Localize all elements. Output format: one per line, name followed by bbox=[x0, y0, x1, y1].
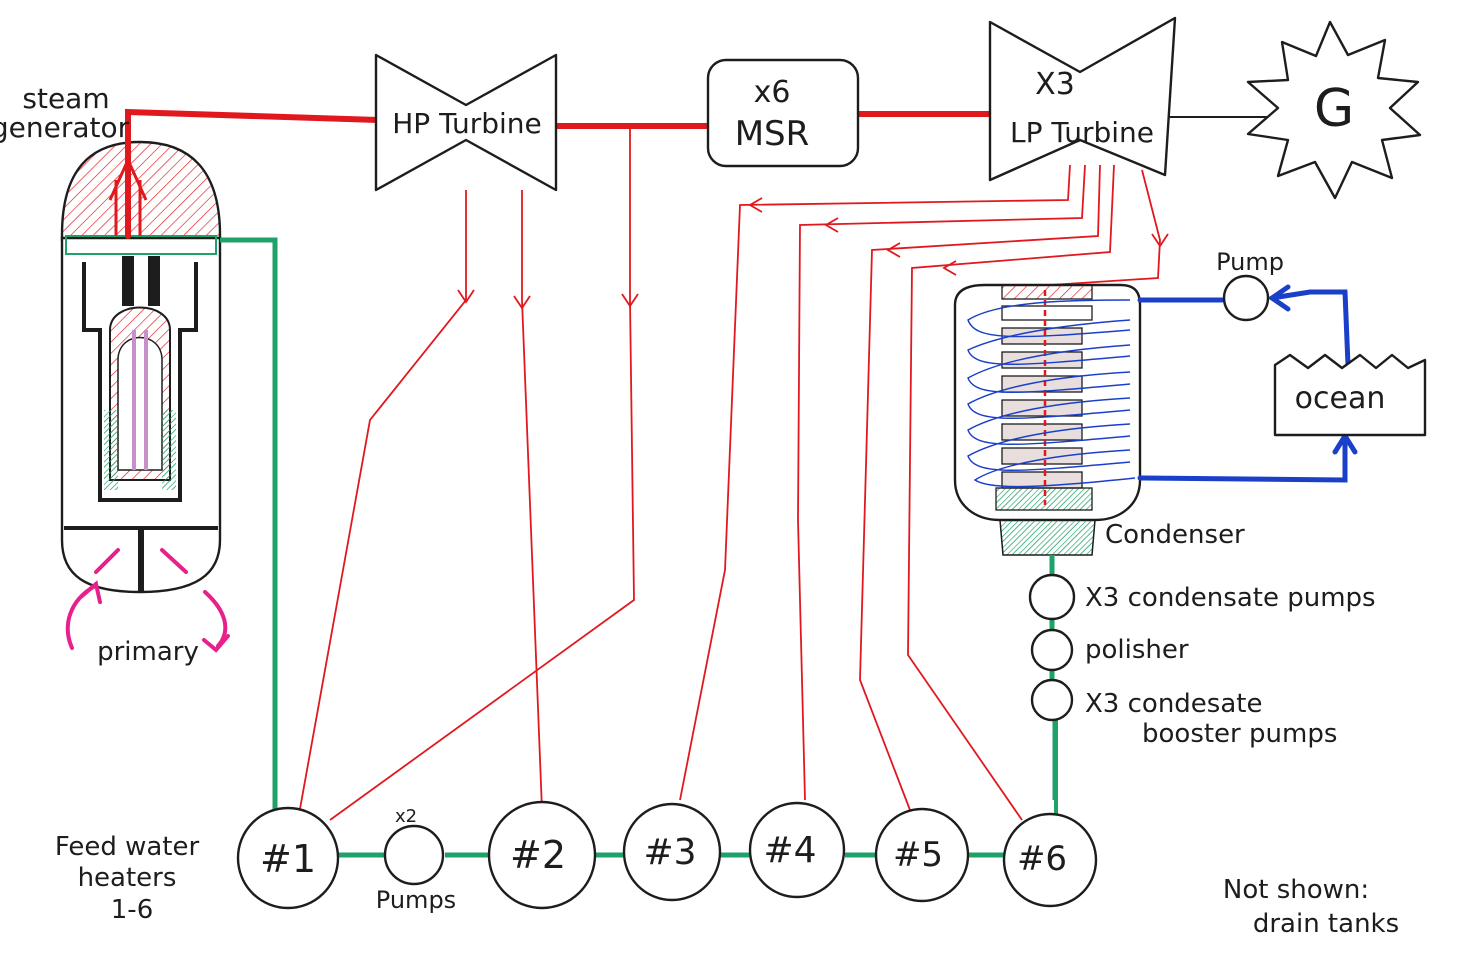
feedwater-heaters bbox=[236, 800, 1098, 910]
msr bbox=[706, 58, 860, 168]
extraction-lines bbox=[297, 126, 1169, 821]
hp-turbine-label: HP Turbine bbox=[392, 107, 541, 140]
polisher bbox=[1030, 628, 1074, 672]
feedwater-line bbox=[220, 237, 1008, 858]
ocean-label: ocean bbox=[1295, 381, 1386, 416]
polisher-label: polisher bbox=[1085, 635, 1189, 665]
feed-water-label-3: 1-6 bbox=[111, 895, 153, 925]
heater-3-label: #3 bbox=[643, 832, 696, 873]
generator bbox=[1246, 20, 1422, 200]
heater-3 bbox=[622, 802, 722, 902]
heater-2-label: #2 bbox=[510, 833, 566, 877]
feed-water-label-2: heaters bbox=[78, 863, 177, 893]
msr-count-label: x6 bbox=[754, 75, 791, 110]
heater-6-label: #6 bbox=[1017, 839, 1067, 879]
heater-5-label: #5 bbox=[893, 835, 943, 875]
condenser bbox=[953, 283, 1142, 556]
condensate-pumps bbox=[1028, 573, 1076, 621]
cooling-water-loop bbox=[1137, 284, 1358, 483]
heater-1-label: #1 bbox=[260, 837, 316, 881]
heater-4 bbox=[748, 801, 846, 899]
condensate-pumps-label: X3 condensate pumps bbox=[1085, 583, 1376, 613]
feedwater-pumps bbox=[383, 824, 445, 886]
msr-label: MSR bbox=[735, 114, 810, 154]
steam-line-to-hp bbox=[125, 108, 381, 145]
cooling-pump-label: Pump bbox=[1216, 248, 1284, 276]
primary-loop bbox=[65, 580, 230, 653]
primary-label: primary bbox=[97, 637, 199, 667]
heater-6 bbox=[1002, 812, 1098, 908]
cooling-pump bbox=[1222, 274, 1270, 322]
hp-turbine bbox=[374, 53, 558, 192]
pumps-count-label: x2 bbox=[395, 806, 417, 827]
heater-2 bbox=[487, 800, 597, 910]
lp-turbine bbox=[988, 16, 1177, 182]
steam-generator bbox=[60, 137, 222, 594]
pumps-label: Pumps bbox=[376, 886, 456, 914]
heater-1 bbox=[236, 806, 340, 910]
lp-turbine-label: LP Turbine bbox=[1010, 116, 1154, 149]
note-label-2: drain tanks bbox=[1253, 909, 1399, 939]
ocean bbox=[1273, 353, 1427, 437]
note-label-1: Not shown: bbox=[1223, 875, 1369, 905]
generator-label: G bbox=[1314, 79, 1354, 139]
booster-pumps-label-2: booster pumps bbox=[1142, 719, 1337, 749]
heater-5 bbox=[874, 807, 970, 903]
steam-generator-label-1: steam bbox=[22, 82, 109, 115]
booster-pumps bbox=[1030, 678, 1074, 722]
heater-4-label: #4 bbox=[763, 830, 816, 871]
lp-count-label: X3 bbox=[1035, 67, 1075, 102]
condenser-label: Condenser bbox=[1105, 520, 1245, 550]
feed-water-label-1: Feed water bbox=[55, 832, 200, 862]
steam-generator-label-2: generator bbox=[0, 111, 130, 144]
booster-pumps-label-1: X3 condesate bbox=[1085, 689, 1262, 719]
